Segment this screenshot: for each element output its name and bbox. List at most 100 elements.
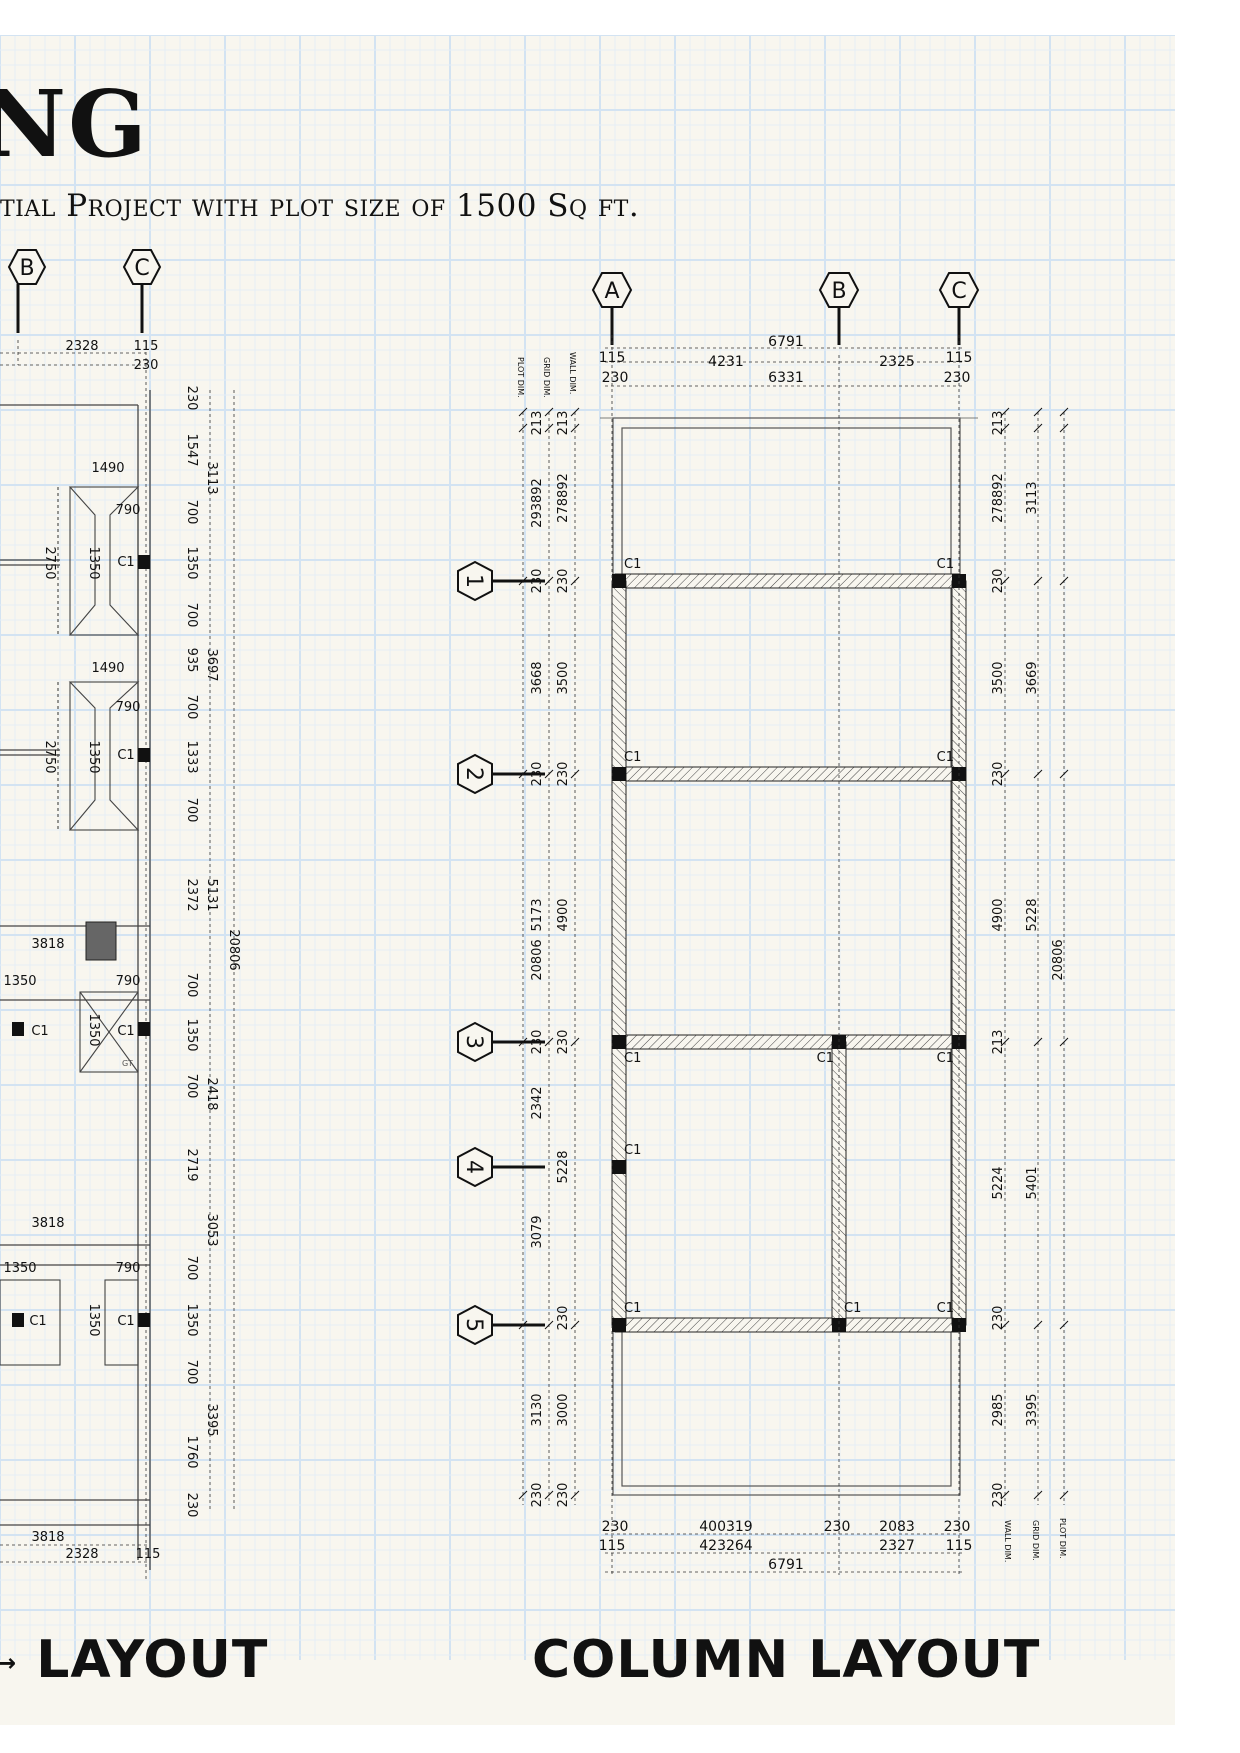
grid-bubble-label: 2: [461, 767, 486, 781]
grid-bubble-label: 5: [461, 1318, 486, 1332]
dim-text: 1350: [3, 1261, 36, 1276]
grid-bubble-3: 3: [457, 1021, 545, 1063]
beams: [611, 573, 967, 1333]
dim-text: 3395: [204, 1403, 219, 1436]
grid-bubble-c: C: [938, 272, 980, 345]
grid-bubble-2: 2: [457, 753, 545, 795]
dim-text: 5173: [530, 898, 545, 931]
dim-text: 1350: [86, 1013, 101, 1046]
column: [832, 1318, 846, 1332]
column-tag: C1: [937, 1301, 954, 1316]
dim-text: 3000: [556, 1393, 571, 1426]
dim-text: 115: [946, 1538, 973, 1554]
dim-text: 293892: [530, 478, 545, 528]
dim-text: 230: [991, 1306, 1006, 1331]
dim-text: 1350: [86, 1303, 101, 1336]
dim-text: 5228: [1025, 898, 1040, 931]
dim-text: 3697: [204, 648, 219, 681]
beam: [614, 573, 960, 589]
column-layout-title: COLUMN LAYOUT: [532, 1630, 1041, 1690]
dim-text: 1490: [91, 461, 124, 476]
column-tag: C1: [117, 1314, 134, 1329]
dim-text: 1350: [86, 546, 101, 579]
dim-text: 3500: [991, 661, 1006, 694]
dim-text: 230: [556, 1030, 571, 1055]
column-tag: C1: [624, 750, 641, 765]
dim-text: 1333: [184, 740, 199, 773]
dim-text: 935: [184, 648, 199, 673]
dim-text: 700: [184, 973, 199, 998]
dim-text: 230: [556, 762, 571, 787]
column-tag: C1: [844, 1301, 861, 1316]
dim-text: 3113: [1025, 481, 1040, 514]
dim-text: 230: [944, 1519, 971, 1535]
dim-text: 20806: [226, 929, 241, 970]
grid-bubble-4: 4: [457, 1146, 545, 1188]
dim-text: 2372: [184, 878, 199, 911]
dim-text: 6791: [768, 334, 804, 350]
dim-text: 213: [530, 411, 545, 436]
dim-text: 5401: [1025, 1166, 1040, 1199]
dim-text: 1547: [184, 433, 199, 466]
dim-text: 4231: [708, 354, 744, 370]
grid-bubble-label: 3: [461, 1035, 486, 1049]
small-note: GT: [122, 1059, 133, 1068]
beam: [614, 1034, 960, 1050]
dim-text: 3079: [530, 1215, 545, 1248]
dim-text: 1490: [91, 661, 124, 676]
dim-text: 790: [116, 1261, 141, 1276]
column-tag: C1: [817, 1051, 834, 1066]
dim-text: 790: [116, 503, 141, 518]
column: [612, 1318, 626, 1332]
sheet-title: NG: [0, 70, 149, 178]
dim-text: 700: [184, 500, 199, 525]
beam: [614, 766, 960, 782]
grid-bubble-b: B: [818, 272, 860, 345]
dim-text: 20806: [1051, 939, 1066, 980]
dim-text: 230: [184, 1493, 199, 1518]
dim-text: 790: [116, 974, 141, 989]
grid-bubble-label: C: [951, 279, 966, 304]
dim-text: 230: [530, 1030, 545, 1055]
dim-text: 6331: [768, 370, 804, 386]
dim-text: 2342: [530, 1086, 545, 1119]
dim-text: 2750: [42, 740, 57, 773]
dim-text: 230: [991, 762, 1006, 787]
grid-bubble-label: B: [19, 256, 34, 281]
dim-text: 230: [530, 762, 545, 787]
column-tag: C1: [117, 748, 134, 763]
dim-text: 5224: [991, 1166, 1006, 1199]
dim-text: 3395: [1025, 1393, 1040, 1426]
plan-layout-title: → LAYOUT: [0, 1630, 269, 1690]
dim-text: 2418: [204, 1077, 219, 1110]
column: [612, 574, 626, 588]
dim-text: 230: [184, 386, 199, 411]
dim-text: 700: [184, 1256, 199, 1281]
plan-layout-title-text: LAYOUT: [36, 1630, 269, 1690]
grid-bubble-c: C: [122, 249, 162, 333]
dim-text: 2328: [65, 339, 98, 354]
grid-bubble-a: A: [591, 272, 633, 345]
dim-text: 230: [556, 569, 571, 594]
dim-text: 213: [556, 411, 571, 436]
dim-header: GRID DIM.: [1031, 1520, 1040, 1561]
dim-header: PLOT DIM.: [516, 357, 525, 398]
column-tag: C1: [117, 555, 134, 570]
dim-text: 20806: [530, 939, 545, 980]
beam: [614, 1317, 960, 1333]
column: [612, 1035, 626, 1049]
dim-text: 230: [824, 1519, 851, 1535]
column-tag: C1: [624, 1051, 641, 1066]
dim-text: 3669: [1025, 661, 1040, 694]
dim-text: 3668: [530, 661, 545, 694]
grid-bubble-label: C: [134, 256, 149, 281]
grid-bubble-label: A: [604, 279, 619, 304]
dim-text: 115: [599, 350, 626, 366]
dim-text: 115: [136, 1547, 161, 1562]
dim-text: 230: [602, 370, 629, 386]
dim-text: 278892: [556, 473, 571, 523]
dim-text: 700: [184, 798, 199, 823]
column: [952, 1035, 966, 1049]
dim-text: 2083: [879, 1519, 915, 1535]
